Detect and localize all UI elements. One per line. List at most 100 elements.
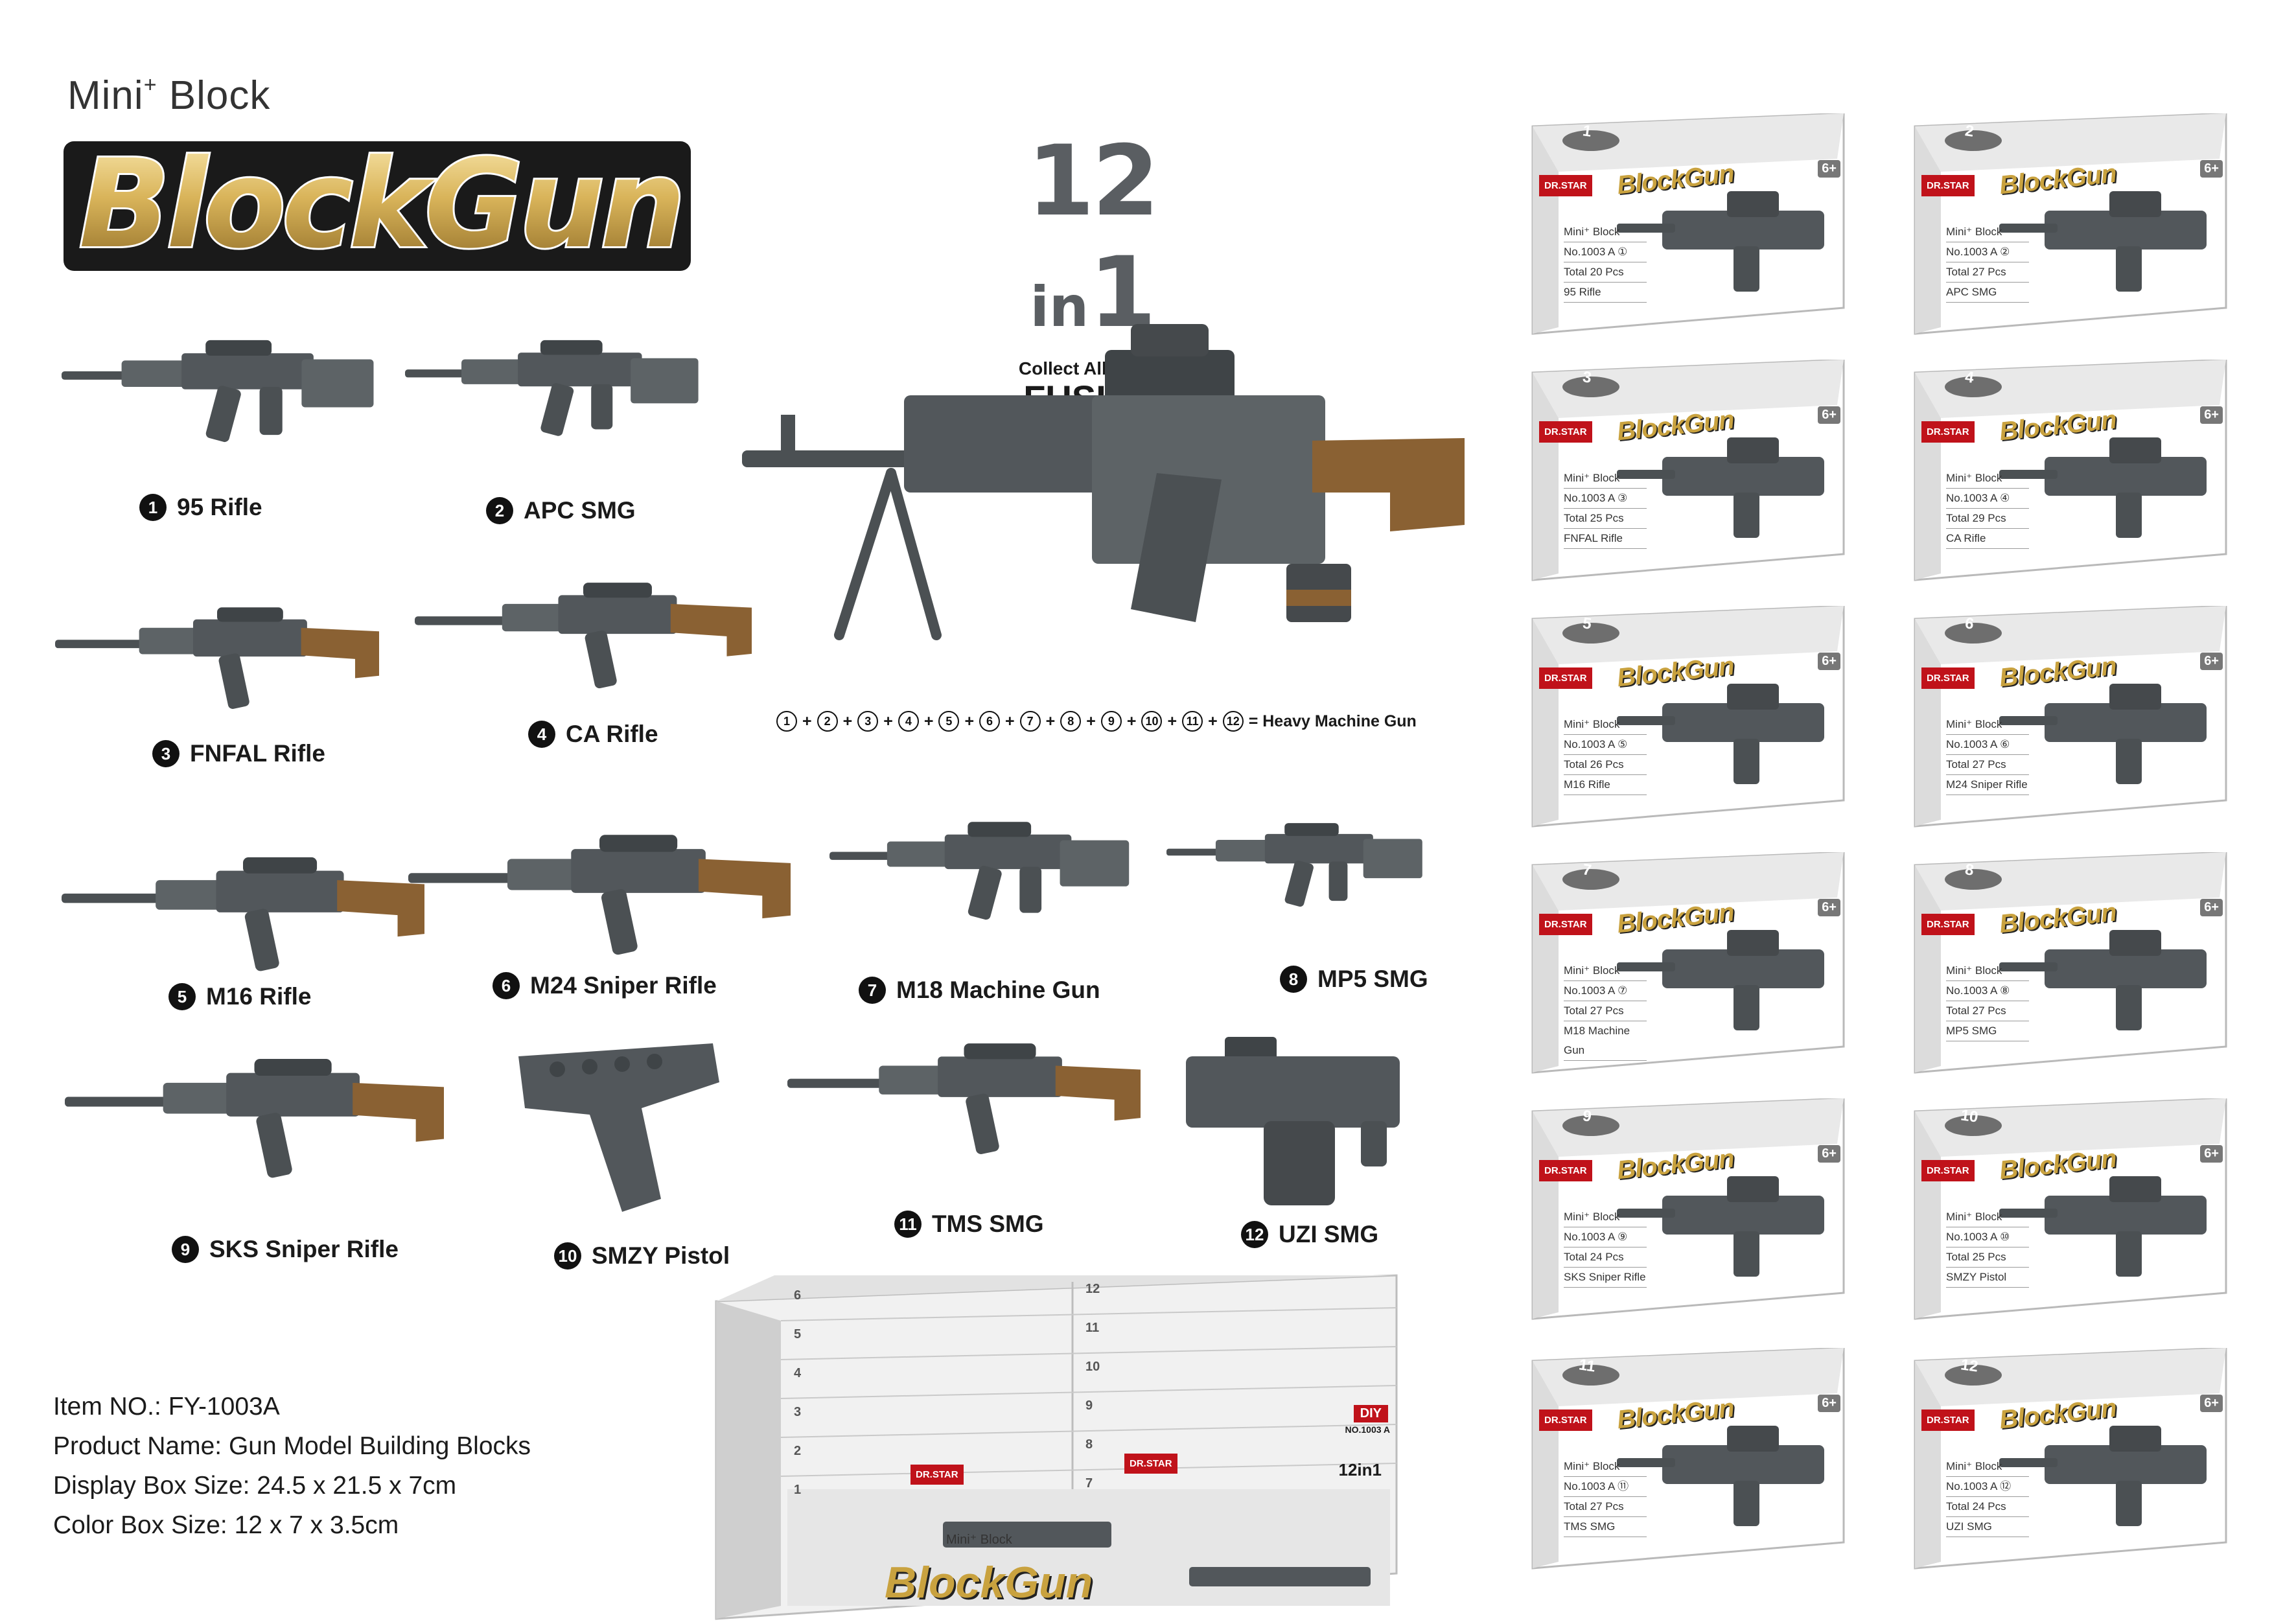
box-total-pcs: Total 27 Pcs bbox=[1946, 1001, 2029, 1021]
spec-item-number: Item NO.: FY-1003A bbox=[53, 1393, 280, 1421]
gun-1-number: 1 bbox=[139, 494, 167, 521]
display-left-num-5: 5 bbox=[794, 1327, 802, 1341]
blockgun-logo: BlockGun bbox=[60, 130, 701, 279]
box-total-pcs: Total 25 Pcs bbox=[1946, 1247, 2029, 1268]
box-mini-block: Mini⁺ Block bbox=[1564, 715, 1647, 735]
gun-1-name: 95 Rifle bbox=[177, 494, 262, 520]
box-gun-name: M24 Sniper Rifle bbox=[1946, 775, 2029, 795]
display-twelve-in-one: 12in1 bbox=[1338, 1460, 1382, 1479]
gun-5-name: M16 Rifle bbox=[206, 983, 312, 1010]
fusion-formula: 1+ 2+ 3+ 4+ 5+ 6+ 7+ 8+ 9+ 10+ 11+ 12 = … bbox=[776, 711, 1417, 732]
box-gun-name: 95 Rifle bbox=[1564, 283, 1647, 303]
box-gun-name: SKS Sniper Rifle bbox=[1564, 1268, 1647, 1288]
brand-sub-text: Mini bbox=[67, 73, 144, 118]
gun-9-number: 9 bbox=[172, 1236, 199, 1263]
display-right-num-7: 7 bbox=[1085, 1476, 1093, 1491]
age-badge: 6+ bbox=[2200, 1395, 2223, 1412]
display-brand-left: DR.STAR bbox=[910, 1465, 964, 1485]
box-item-no: No.1003 A ⑪ bbox=[1564, 1477, 1647, 1497]
display-left-num-3: 3 bbox=[794, 1405, 802, 1419]
gun-4-name: CA Rifle bbox=[566, 721, 658, 747]
drstar-logo: DR.STAR bbox=[1921, 914, 1975, 935]
drstar-logo: DR.STAR bbox=[1921, 667, 1975, 689]
gun-12-number: 12 bbox=[1241, 1221, 1268, 1248]
box-total-pcs: Total 27 Pcs bbox=[1946, 755, 2029, 775]
age-badge: 6+ bbox=[1818, 899, 1840, 916]
gun-8-name: MP5 SMG bbox=[1317, 966, 1428, 992]
age-badge: 6+ bbox=[2200, 653, 2223, 670]
formula-num-6: 6 bbox=[979, 711, 1001, 732]
gun-8-number: 8 bbox=[1280, 966, 1307, 993]
age-badge: 6+ bbox=[1818, 653, 1840, 670]
box-gun-name: M16 Rifle bbox=[1564, 775, 1647, 795]
blockgun-logo-text: BlockGun bbox=[79, 133, 682, 275]
drstar-logo: DR.STAR bbox=[1539, 1409, 1592, 1431]
box-item-no: No.1003 A ③ bbox=[1564, 489, 1647, 509]
drstar-logo: DR.STAR bbox=[1921, 1409, 1975, 1431]
gun-5-caption: 5 M16 Rifle bbox=[168, 983, 311, 1010]
formula-num-10: 10 bbox=[1141, 711, 1163, 732]
drstar-logo: DR.STAR bbox=[1539, 667, 1592, 689]
formula-num-4: 4 bbox=[898, 711, 919, 732]
gun-1-caption: 1 95 Rifle bbox=[139, 494, 262, 521]
display-logo: BlockGun bbox=[885, 1558, 1093, 1607]
box-mini-block: Mini⁺ Block bbox=[1946, 1457, 2029, 1477]
box-mini-block: Mini⁺ Block bbox=[1564, 1207, 1647, 1227]
gun-5-number: 5 bbox=[168, 983, 196, 1010]
age-badge: 6+ bbox=[1818, 1145, 1840, 1163]
drstar-logo: DR.STAR bbox=[1539, 1160, 1592, 1181]
box-gun-name: FNFAL Rifle bbox=[1564, 529, 1647, 549]
display-left-num-2: 2 bbox=[794, 1444, 802, 1458]
drstar-logo: DR.STAR bbox=[1921, 175, 1975, 196]
box-total-pcs: Total 24 Pcs bbox=[1564, 1247, 1647, 1268]
display-left-num-1: 1 bbox=[794, 1483, 802, 1497]
box-gun-name: TMS SMG bbox=[1564, 1517, 1647, 1537]
box-gun-name: MP5 SMG bbox=[1946, 1021, 2029, 1041]
display-item-no: NO.1003 A bbox=[1345, 1424, 1390, 1435]
box-item-no: No.1003 A ⑧ bbox=[1946, 981, 2029, 1001]
formula-num-1: 1 bbox=[776, 711, 797, 732]
box-mini-block: Mini⁺ Block bbox=[1946, 222, 2029, 242]
display-brand-right: DR.STAR bbox=[1124, 1454, 1177, 1474]
box-gun-name: UZI SMG bbox=[1946, 1517, 2029, 1537]
box-item-no: No.1003 A ⑥ bbox=[1946, 735, 2029, 755]
gun-2-number: 2 bbox=[486, 497, 513, 524]
gun-8-caption: 8 MP5 SMG bbox=[1280, 966, 1428, 993]
display-right-num-9: 9 bbox=[1085, 1398, 1093, 1413]
gun-10-number: 10 bbox=[554, 1242, 581, 1270]
box-gun-name: SMZY Pistol bbox=[1946, 1268, 2029, 1288]
formula-num-2: 2 bbox=[817, 711, 838, 732]
display-box: 6 5 4 3 2 1 12 11 10 9 8 7 DR.STAR DR.ST… bbox=[697, 1269, 1413, 1624]
formula-num-12: 12 bbox=[1222, 711, 1244, 732]
brand-subtitle: Mini+ Block bbox=[67, 73, 270, 119]
box-mini-block: Mini⁺ Block bbox=[1564, 222, 1647, 242]
box-item-no: No.1003 A ⑨ bbox=[1564, 1227, 1647, 1247]
age-badge: 6+ bbox=[1818, 1395, 1840, 1412]
gun-7-number: 7 bbox=[859, 977, 886, 1004]
box-total-pcs: Total 27 Pcs bbox=[1564, 1497, 1647, 1517]
formula-num-7: 7 bbox=[1019, 711, 1041, 732]
box-item-no: No.1003 A ① bbox=[1564, 242, 1647, 262]
display-right-num-8: 8 bbox=[1085, 1437, 1093, 1452]
display-left-num-6: 6 bbox=[794, 1288, 802, 1303]
drstar-logo: DR.STAR bbox=[1539, 421, 1592, 443]
